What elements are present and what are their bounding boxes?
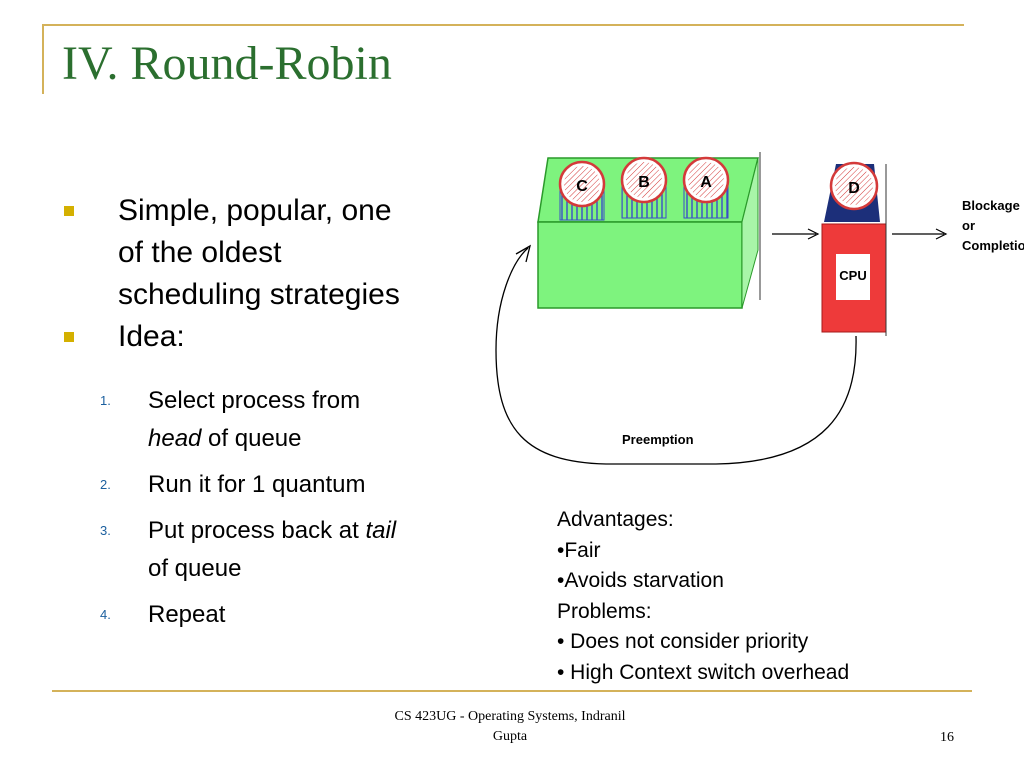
arrow-to-exit (892, 228, 948, 240)
frame-top-rule (42, 24, 964, 26)
exit-label-line: Completion (962, 238, 1024, 253)
step-line: head of queue (148, 420, 496, 458)
note-line: • High Context switch overhead (557, 660, 850, 684)
step-emphasis: tail (365, 517, 397, 544)
bullet-item: Idea: (60, 316, 490, 358)
step-item: 4. Repeat (96, 596, 496, 634)
bullet-line: scheduling strategies (118, 278, 400, 311)
process-label: A (700, 174, 712, 191)
bullet-line: Simple, popular, one (118, 194, 392, 227)
page-number: 16 (940, 730, 954, 745)
process-label: C (576, 178, 588, 195)
note-line: Advantages: (557, 508, 674, 531)
frame-left-rule (42, 24, 44, 94)
bullet-list: Simple, popular, one of the oldest sched… (60, 190, 490, 358)
step-rest: of queue (201, 425, 302, 452)
process-label: B (638, 174, 650, 191)
step-number: 2. (100, 477, 111, 492)
footer-rule (52, 690, 972, 692)
preemption-loop (495, 244, 857, 465)
bullet-line: Idea: (118, 320, 185, 353)
slide-title: IV. Round-Robin (62, 37, 392, 90)
step-number: 1. (100, 393, 111, 408)
queue-process-c: C (558, 160, 606, 221)
cpu-label: CPU (839, 268, 866, 283)
footer-line: Gupta (492, 729, 528, 744)
cpu-process-d: D (829, 161, 879, 211)
exit-label-line: Blockage (962, 198, 1020, 213)
step-line: of queue (148, 555, 242, 582)
exit-label-line: or (962, 218, 975, 233)
process-label: D (848, 180, 860, 197)
note-line: •Avoids starvation (557, 569, 724, 592)
steps-list: 1. Select process from head of queue 2. … (96, 382, 496, 642)
footer-text: CS 423UG - Operating Systems, Indranil G… (360, 707, 660, 747)
step-line: Repeat (148, 601, 226, 628)
queue-process-a: A (682, 156, 730, 219)
step-number: 3. (100, 523, 111, 538)
bullet-line: of the oldest (118, 236, 282, 269)
square-bullet-icon (64, 206, 74, 216)
step-item: 1. Select process from head of queue (96, 382, 496, 458)
note-line: Problems: (557, 599, 652, 623)
step-line: Run it for 1 quantum (148, 471, 366, 498)
notes-block: Advantages: •Fair •Avoids starvation Pro… (557, 505, 957, 688)
step-item: 2. Run it for 1 quantum (96, 466, 496, 504)
note-line: • Does not consider priority (557, 630, 809, 653)
note-line: •Fair (557, 538, 601, 562)
step-number: 4. (100, 607, 111, 622)
step-pre: Put process back at (148, 517, 366, 544)
queue-process-b: B (620, 156, 668, 219)
footer-line: CS 423UG - Operating Systems, Indranil (394, 709, 626, 724)
step-emphasis: head (148, 425, 202, 452)
bullet-item: Simple, popular, one of the oldest sched… (60, 190, 490, 316)
step-line: Select process from (148, 387, 361, 414)
arrow-to-cpu (772, 228, 820, 240)
preemption-label: Preemption (622, 432, 694, 447)
step-item: 3. Put process back at tail of queue (96, 512, 496, 588)
step-line: Put process back at tail (148, 512, 496, 550)
square-bullet-icon (64, 332, 74, 342)
round-robin-diagram: C B A CPU D Blockage or Completion Pr (495, 152, 1024, 465)
